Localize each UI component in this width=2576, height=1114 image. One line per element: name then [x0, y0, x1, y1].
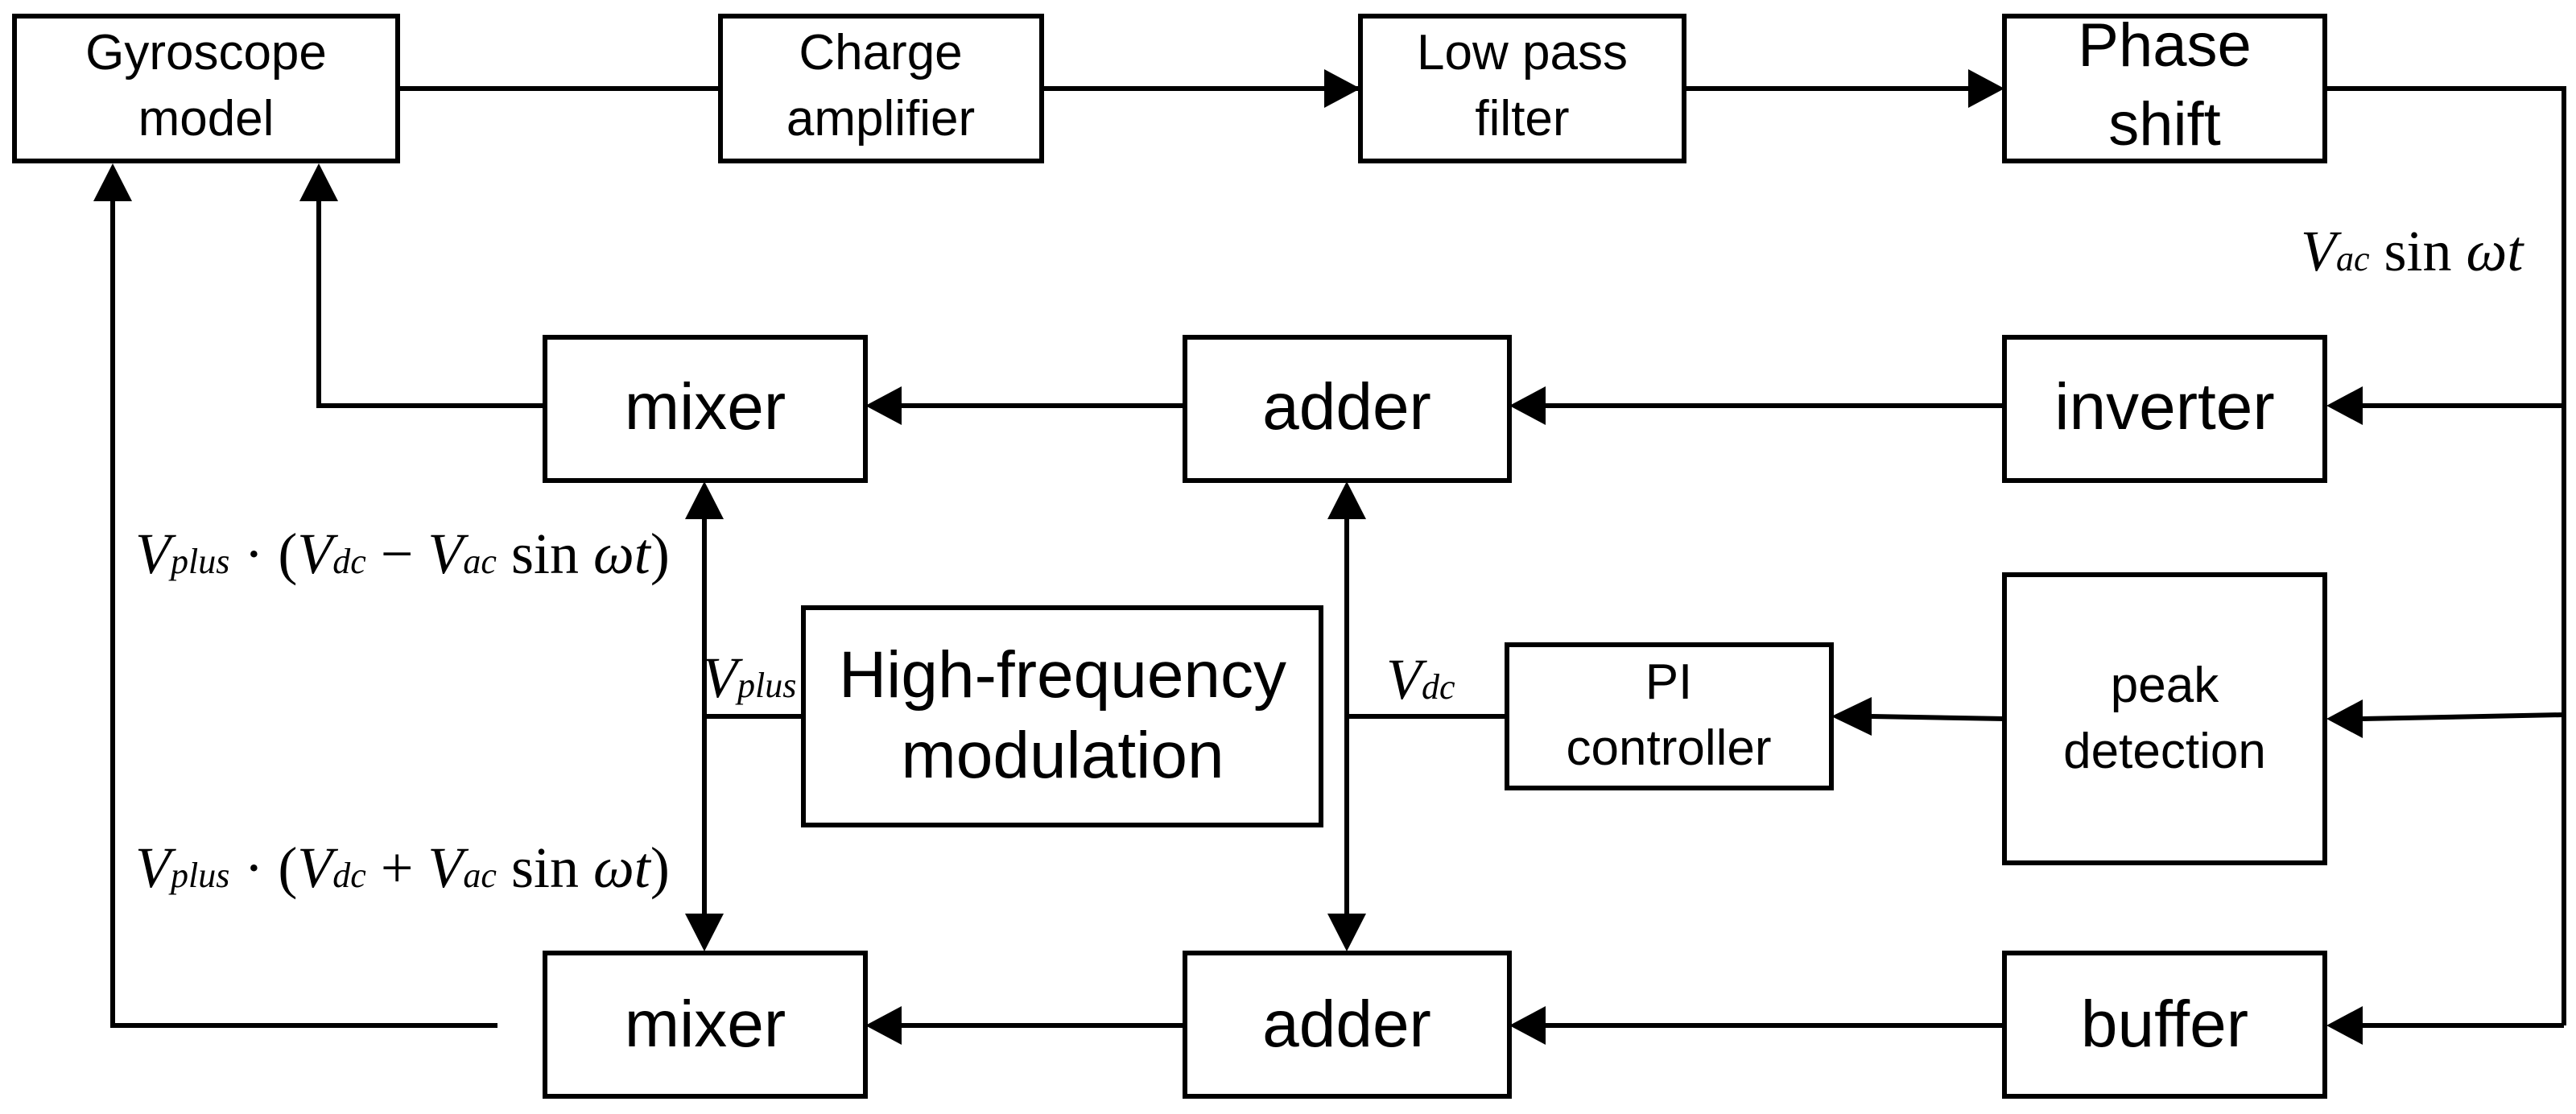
arrowhead: [1324, 69, 1360, 108]
label-sub: dc: [332, 856, 366, 895]
block-label-line: shift: [2108, 90, 2220, 159]
block-label-line: Low pass: [1417, 25, 1628, 80]
label-sub: ac: [463, 542, 497, 581]
block-label-line: detection: [2063, 724, 2266, 779]
low-pass-filter-block: Low pass filter: [1358, 14, 1686, 163]
label-omega-t: ωt: [2467, 219, 2525, 283]
label-sin: sin: [2370, 219, 2467, 283]
label-sub: ac: [463, 856, 497, 895]
adder-top-block: adder: [1183, 335, 1512, 483]
label-sin: sin: [497, 522, 593, 586]
label-vplus-vdc-minus: Vplus · (Vdc − Vac sin ωt): [135, 522, 670, 586]
label-vdc: Vdc: [1386, 647, 1455, 712]
arrowhead: [685, 914, 724, 951]
phase-shift-block: Phase shift: [2002, 11, 2327, 163]
label-V: V: [297, 522, 338, 586]
gyroscope-model-block: Gyroscope model: [12, 14, 400, 163]
label-sub: plus: [168, 856, 229, 895]
wire-phase-output-bus: [2325, 86, 2566, 1025]
label-V: V: [427, 522, 469, 586]
label-minus: −: [366, 522, 428, 586]
arrowhead: [2326, 386, 2363, 425]
arrowhead: [1831, 697, 1872, 736]
block-label-line: amplifier: [786, 91, 975, 146]
arrowhead: [1509, 1006, 1546, 1045]
label-V: V: [2301, 219, 2342, 283]
label-vac-sin-wt: Vac sin ωt: [2301, 219, 2524, 283]
label-plus: +: [366, 835, 428, 900]
mixer-top-block: mixer: [543, 335, 868, 483]
block-label-line: modulation: [901, 719, 1224, 792]
wire-peak-to-pi: [1871, 714, 2005, 721]
inverter-block: inverter: [2002, 335, 2327, 483]
block-label-line: Charge: [799, 25, 962, 80]
high-frequency-modulation-block: High-frequency modulation: [801, 605, 1323, 827]
arrowhead: [93, 163, 132, 201]
label-op: · (: [229, 835, 297, 900]
label-omega-t: ωt: [593, 835, 652, 900]
arrowhead: [2326, 1006, 2363, 1045]
pi-controller-block: PI controller: [1505, 642, 1834, 790]
label-V: V: [427, 835, 469, 900]
block-label: inverter: [2054, 370, 2274, 444]
label-vplus-vdc-plus: Vplus · (Vdc + Vac sin ωt): [135, 835, 670, 900]
label-V: V: [1386, 647, 1427, 712]
label-sub: plus: [168, 542, 229, 581]
block-label: adder: [1262, 988, 1431, 1061]
block-label-line: peak: [2111, 658, 2219, 713]
block-label-line: model: [138, 91, 275, 146]
charge-amplifier-block: Charge amplifier: [718, 14, 1044, 163]
block-label: mixer: [625, 988, 786, 1061]
wire-mixer-bottom-to-gyro: [110, 201, 497, 1028]
block-label-line: PI: [1645, 654, 1693, 710]
block-label-line: filter: [1475, 91, 1569, 146]
label-V: V: [297, 835, 338, 900]
label-sin: sin: [497, 835, 593, 900]
mixer-bottom-block: mixer: [543, 951, 868, 1099]
wire-mixer-top-to-gyro: [316, 201, 545, 408]
label-omega-t: ωt: [593, 522, 652, 586]
arrowhead: [2326, 699, 2363, 738]
connections: [93, 69, 2566, 1045]
label-sub: dc: [332, 542, 366, 581]
arrowhead: [1327, 914, 1366, 951]
label-V: V: [135, 835, 176, 900]
label-V: V: [135, 522, 176, 586]
arrowhead: [299, 163, 338, 201]
label-paren: ): [650, 835, 670, 900]
wire-bus-to-peak: [2362, 712, 2565, 721]
arrowhead: [1327, 481, 1366, 519]
arrowhead: [865, 386, 902, 425]
block-label-line: Phase: [2078, 11, 2252, 80]
label-paren: ): [650, 522, 670, 586]
block-label: buffer: [2081, 988, 2248, 1061]
label-sub: dc: [1422, 667, 1455, 707]
arrowhead: [685, 481, 724, 519]
label-vplus: Vplus: [702, 646, 796, 710]
block-label-line: High-frequency: [839, 638, 1286, 712]
label-V: V: [702, 646, 743, 710]
block-label-line: controller: [1567, 720, 1772, 776]
block-label-line: Gyroscope: [85, 25, 327, 80]
block-label: adder: [1262, 370, 1431, 444]
arrowhead: [1509, 386, 1546, 425]
adder-bottom-block: adder: [1183, 951, 1512, 1099]
arrowhead: [1968, 69, 2004, 108]
arrowhead: [865, 1006, 902, 1045]
buffer-block: buffer: [2002, 951, 2327, 1099]
block-label: mixer: [625, 370, 786, 444]
label-op: · (: [229, 522, 297, 586]
label-sub: plus: [735, 666, 796, 705]
peak-detection-block: peak detection: [2002, 572, 2327, 865]
label-sub: ac: [2336, 239, 2370, 278]
